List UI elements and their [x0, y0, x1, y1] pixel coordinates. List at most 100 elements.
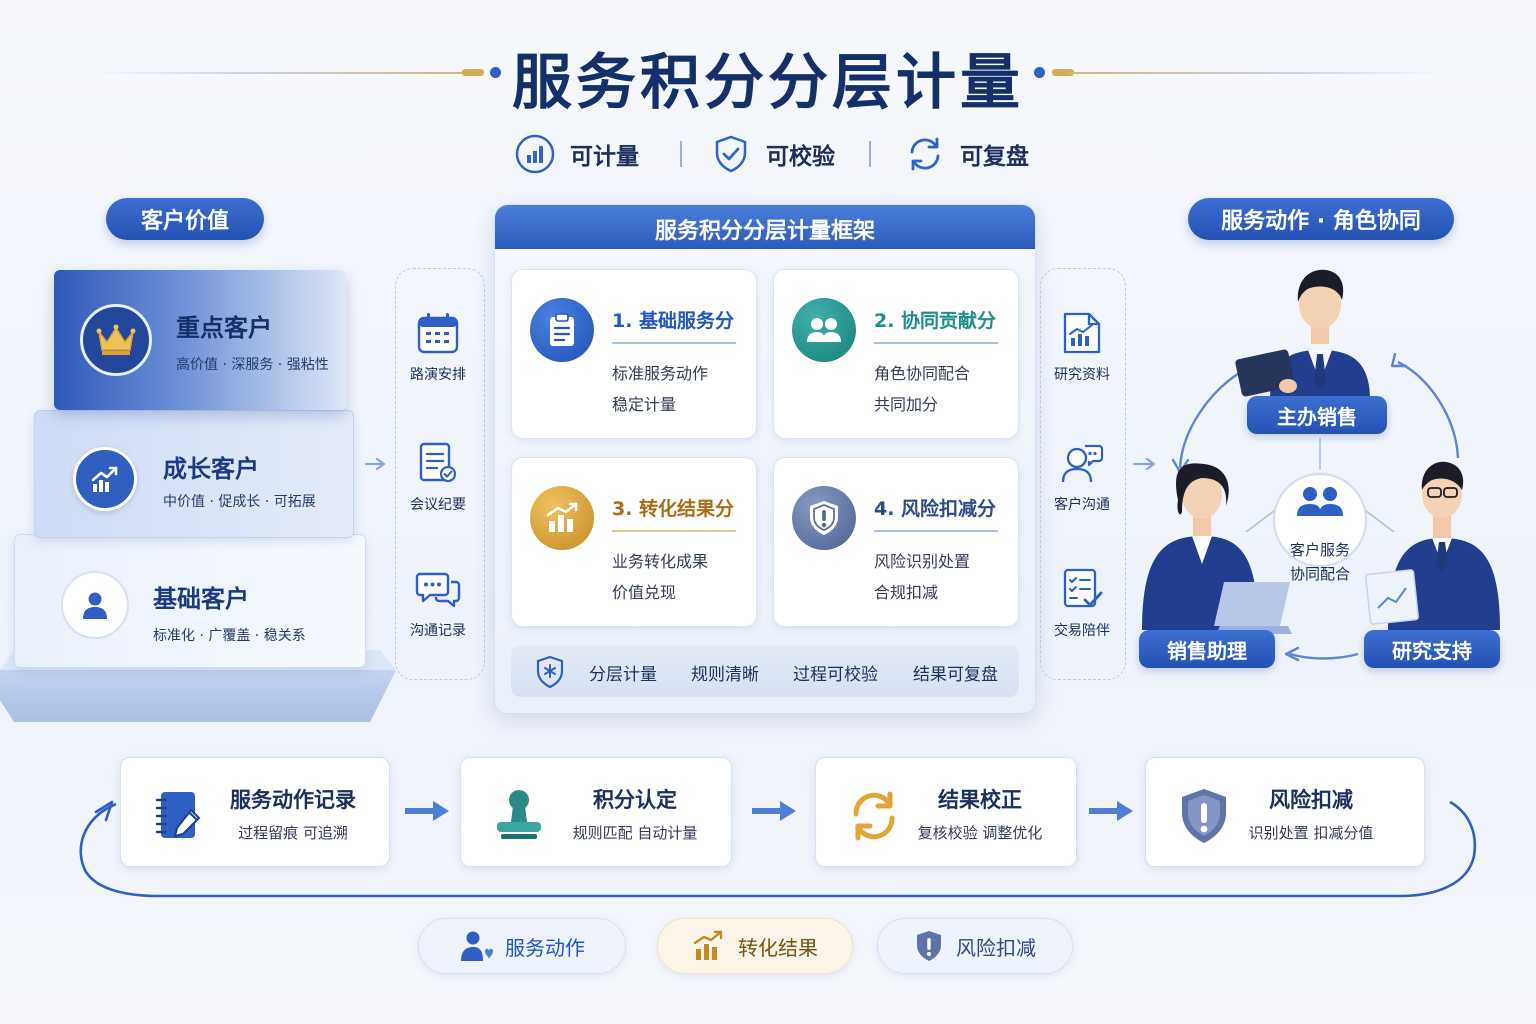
step-desc: 识别处置 扣减分值 — [1248, 824, 1374, 842]
shield-check-icon — [710, 133, 752, 175]
action-communication-log: 沟通记录 — [393, 566, 483, 640]
card-title: 1. 基础服务分 — [612, 310, 735, 332]
card-conversion-score: 3. 转化结果分 业务转化成果 价值兑现 — [511, 457, 757, 627]
role-lead-sales: 主办销售 — [1247, 396, 1387, 434]
resource-research: 研究资料 — [1037, 310, 1127, 384]
card-text: 价值兑现 — [612, 583, 677, 602]
shield-exclaim-icon — [1174, 786, 1234, 846]
notebook-pen-icon — [149, 786, 209, 846]
step-score-recognition: 积分认定 规则匹配 自动计量 — [460, 757, 732, 867]
checklist-icon — [1063, 568, 1103, 608]
card-title: 3. 转化结果分 — [612, 498, 735, 520]
role-collaboration-diagram — [1142, 269, 1500, 662]
arrow-right-icon — [1132, 457, 1156, 471]
arrow-right-icon — [752, 801, 796, 821]
shield-alert-icon — [792, 486, 856, 550]
action-meeting-minutes: 会议纪要 — [393, 440, 483, 514]
tier-desc: 标准化 · 广覆盖 · 稳关系 — [153, 628, 306, 644]
feature-divider — [680, 141, 682, 167]
feature-verifiable: 可校验 — [710, 132, 835, 176]
role-sales-assistant: 销售助理 — [1139, 630, 1275, 668]
sales-assistant-person-illustration — [1142, 463, 1292, 634]
card-title: 2. 协同贡献分 — [874, 310, 997, 332]
stamp-icon — [489, 786, 549, 846]
customer-value-header: 客户价值 — [106, 198, 264, 240]
resource-client-communication: 客户沟通 — [1037, 440, 1127, 514]
chat-bubbles-icon — [415, 572, 461, 608]
document-check-icon — [419, 442, 457, 483]
tier-desc: 中价值 · 促成长 · 可拓展 — [163, 494, 316, 510]
legend-service-action: 服务动作 — [418, 918, 626, 974]
card-text: 合规扣减 — [874, 583, 939, 602]
team-icon — [1297, 487, 1343, 516]
lead-sales-person-illustration — [1235, 269, 1370, 416]
action-roadshow: 路演安排 — [393, 310, 483, 384]
card-title: 4. 风险扣减分 — [874, 498, 997, 520]
feature-divider — [869, 141, 871, 167]
arrow-right-icon — [1089, 801, 1133, 821]
card-text: 风险识别处置 — [874, 552, 971, 571]
feature-measurable: 可计量 — [514, 132, 639, 176]
support-agent-icon — [1061, 444, 1104, 483]
resource-trade-companion: 交易陪伴 — [1037, 566, 1127, 640]
hub-label-line1: 客户服务 — [1289, 541, 1350, 559]
calendar-icon — [417, 313, 459, 354]
resource-label: 交易陪伴 — [1054, 623, 1110, 639]
legend-label: 风险扣减 — [956, 935, 1036, 960]
card-divider — [612, 530, 736, 532]
research-support-person-illustration — [1365, 461, 1500, 630]
title-decoration-dash-right — [1052, 69, 1074, 76]
tier-name: 成长客户 — [163, 455, 259, 483]
rules-bar: 分层计量 规则清晰 过程可校验 结果可复盘 — [511, 645, 1019, 697]
title-decoration-left — [90, 72, 470, 74]
step-desc: 复核校验 调整优化 — [917, 824, 1043, 842]
framework-header — [495, 205, 1035, 249]
roles-header: 服务动作 · 角色协同 — [1188, 198, 1454, 240]
report-chart-icon — [1063, 312, 1101, 354]
title-decoration-dot-left — [490, 67, 501, 78]
legend-conversion-result: 转化结果 — [657, 918, 853, 974]
card-risk-deduction-score: 4. 风险扣减分 风险识别处置 合规扣减 — [773, 457, 1019, 627]
resources-column — [1040, 268, 1126, 680]
card-basic-service-score: 1. 基础服务分 标准服务动作 稳定计量 — [511, 269, 757, 439]
step-title: 结果校正 — [938, 788, 1022, 812]
resource-label: 研究资料 — [1054, 367, 1110, 383]
action-label: 沟通记录 — [410, 623, 466, 639]
card-divider — [874, 530, 998, 532]
feature-label: 可计量 — [570, 144, 639, 170]
person-icon — [61, 571, 129, 639]
cycle-arrows-icon — [844, 786, 904, 846]
card-text: 稳定计量 — [612, 395, 677, 414]
tier-key-customer: 重点客户 高价值 · 深服务 · 强粘性 — [54, 270, 346, 410]
person-heart-icon — [461, 931, 493, 961]
tier-desc: 高价值 · 深服务 · 强粘性 — [176, 357, 329, 373]
rule-label: 分层计量 — [589, 665, 657, 685]
step-title: 积分认定 — [593, 788, 677, 812]
card-text: 共同加分 — [874, 395, 939, 414]
feature-label: 可校验 — [766, 144, 835, 170]
arrow-right-icon — [405, 801, 449, 821]
gold-chart-icon — [693, 930, 723, 960]
resource-label: 客户沟通 — [1054, 497, 1110, 513]
title-decoration-right — [1066, 72, 1446, 74]
card-divider — [612, 342, 736, 344]
rule-label: 规则清晰 — [691, 665, 759, 685]
bar-chart-icon — [514, 133, 556, 175]
framework-body: 1. 基础服务分 标准服务动作 稳定计量 2. 协同贡献分 角色协同配合 共同加… — [495, 249, 1035, 713]
rule-label: 过程可校验 — [793, 665, 878, 685]
title-decoration-dash-left — [462, 69, 484, 76]
step-title: 服务动作记录 — [230, 788, 356, 812]
step-desc: 过程留痕 可追溯 — [238, 824, 348, 842]
feature-label: 可复盘 — [960, 144, 1029, 170]
refresh-icon — [904, 133, 946, 175]
crown-icon — [80, 304, 152, 376]
feature-reviewable: 可复盘 — [904, 132, 1029, 176]
clipboard-icon — [530, 298, 594, 362]
legend-label: 服务动作 — [505, 935, 585, 960]
step-result-correction: 结果校正 复核校验 调整优化 — [815, 757, 1077, 867]
step-risk-deduction: 风险扣减 识别处置 扣减分值 — [1145, 757, 1425, 867]
card-text: 标准服务动作 — [612, 364, 709, 383]
process-loop — [79, 800, 1477, 898]
step-service-record: 服务动作记录 过程留痕 可追溯 — [120, 757, 390, 867]
framework-title: 服务积分分层计量框架 — [654, 219, 875, 244]
